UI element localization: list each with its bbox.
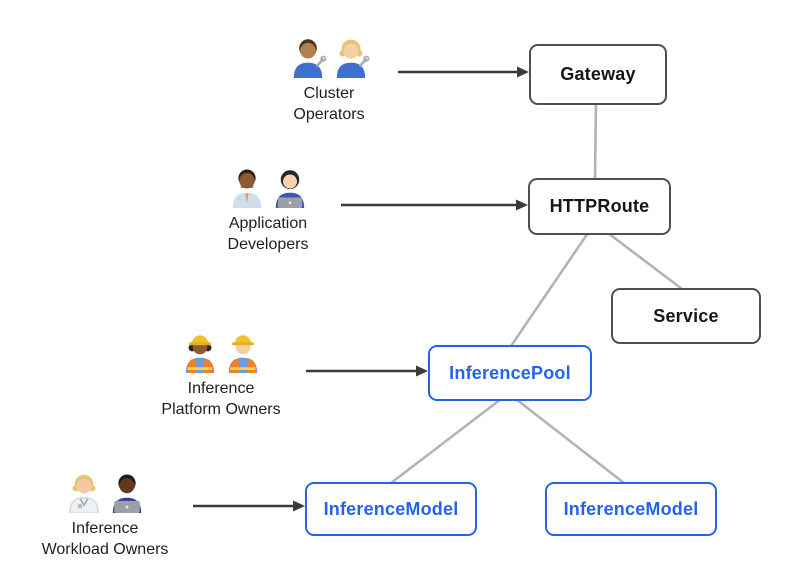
persona-label-line2: Developers <box>227 236 309 253</box>
node-label: Gateway <box>560 64 636 84</box>
edge-gateway-httproute <box>593 101 598 180</box>
edge-httproute-service <box>603 228 683 291</box>
edge-httproute-inferencepool <box>509 229 592 347</box>
gateway-node: Gateway <box>529 44 667 105</box>
inference-platform-owners-emoji <box>126 331 316 373</box>
man-office-worker-icon <box>232 169 261 208</box>
persona-label-line2: Workload Owners <box>41 541 169 558</box>
persona-label: Inference Platform Owners <box>126 378 316 420</box>
edge-inferencepool-inferencemodel-left <box>390 394 506 485</box>
persona-cluster-operators: Cluster Operators <box>234 36 424 125</box>
man-mechanic-icon <box>293 39 326 78</box>
service-node: Service <box>611 288 761 344</box>
node-label: Service <box>653 305 719 326</box>
woman-construction-worker-icon <box>185 335 214 373</box>
cluster-operators-emoji <box>234 36 424 78</box>
node-label: HTTPRoute <box>549 196 650 216</box>
persona-label-line2: Platform Owners <box>161 401 281 418</box>
inferencemodel-node-left: InferenceModel <box>305 482 477 536</box>
man-technologist-icon <box>112 474 141 513</box>
persona-inference-platform-owners: Inference Platform Owners <box>126 331 316 420</box>
httproute-node: HTTPRoute <box>528 178 671 235</box>
inference-workload-owners-emoji <box>10 471 200 513</box>
node-label: InferenceModel <box>563 498 699 519</box>
inferencepool-node: InferencePool <box>428 345 592 401</box>
persona-label-line2: Operators <box>293 106 365 123</box>
health-worker-icon <box>68 474 99 513</box>
persona-label: Cluster Operators <box>234 83 424 125</box>
persona-label-line1: Application <box>228 215 308 232</box>
persona-label: Application Developers <box>173 213 363 255</box>
node-label: InferencePool <box>449 362 571 383</box>
persona-label: Inference Workload Owners <box>10 518 200 560</box>
application-developers-emoji <box>173 166 363 208</box>
persona-label-line1: Inference <box>187 380 255 397</box>
edge-inferencepool-inferencemodel-right <box>511 394 625 485</box>
node-label: InferenceModel <box>323 498 459 519</box>
inferencemodel-node-right: InferenceModel <box>545 482 717 536</box>
woman-technologist-icon <box>275 170 304 208</box>
persona-inference-workload-owners: Inference Workload Owners <box>10 471 200 560</box>
man-construction-worker-icon <box>228 335 257 373</box>
persona-label-line1: Inference <box>71 520 139 537</box>
woman-mechanic-icon <box>336 39 369 78</box>
persona-label-line1: Cluster <box>303 85 355 102</box>
persona-application-developers: Application Developers <box>173 166 363 255</box>
